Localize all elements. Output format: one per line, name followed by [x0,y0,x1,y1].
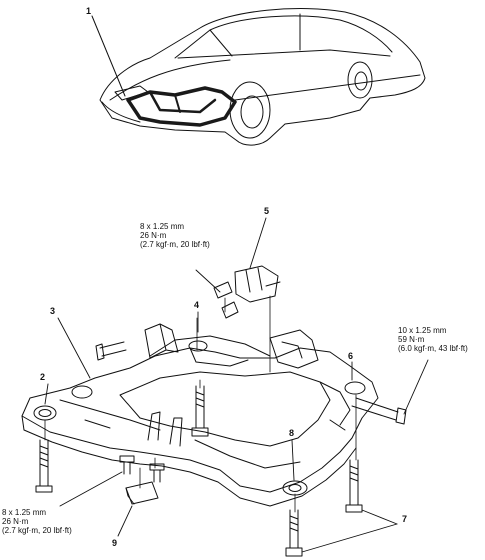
spec-right-imperial: (6.0 kgf·m, 43 lbf·ft) [398,344,468,353]
callout-6: 6 [348,351,354,361]
leader-spec-bottom-left [59,471,123,507]
leader-lines [44,217,429,553]
spec-top-size: 8 x 1.25 mm [140,222,185,231]
alignment-lines [44,295,357,513]
subframe-bolts [35,341,407,557]
spec-bottom-left: 8 x 1.25 mm 26 N·m (2.7 kgf·m, 20 lbf·ft… [2,508,72,535]
leader-7b [301,523,398,553]
callout-1: 1 [86,6,92,16]
callout-4: 4 [194,300,200,310]
leader-5 [249,217,267,269]
leader-2 [44,383,49,405]
leader-3 [57,317,91,379]
car-illustration [99,8,426,146]
callout-2: 2 [40,372,46,382]
spec-top: 8 x 1.25 mm 26 N·m (2.7 kgf·m, 20 lbf·ft… [140,222,210,249]
subframe-assembly [21,265,379,507]
spec-right-torque: 59 N·m [398,335,425,344]
leader-spec-top [195,269,221,293]
spec-top-torque: 26 N·m [140,231,167,240]
spec-right: 10 x 1.25 mm 59 N·m (6.0 kgf·m, 43 lbf·f… [398,326,468,353]
callout-8: 8 [289,428,295,438]
car-subframe-highlight [126,86,237,127]
callout-7: 7 [402,514,408,524]
leader-8 [291,439,295,481]
leader-9 [117,505,133,537]
leader-7a [361,509,398,525]
spec-right-size: 10 x 1.25 mm [398,326,447,335]
spec-bottom-left-imperial: (2.7 kgf·m, 20 lbf·ft) [2,526,72,535]
leader-1 [91,15,126,97]
callout-5: 5 [264,206,270,216]
callout-9: 9 [112,538,118,548]
spec-bottom-left-size: 8 x 1.25 mm [2,508,47,517]
spec-bottom-left-torque: 26 N·m [2,517,29,526]
leader-spec-right [403,359,429,415]
callout-3: 3 [50,306,56,316]
spec-top-imperial: (2.7 kgf·m, 20 lbf·ft) [140,240,210,249]
